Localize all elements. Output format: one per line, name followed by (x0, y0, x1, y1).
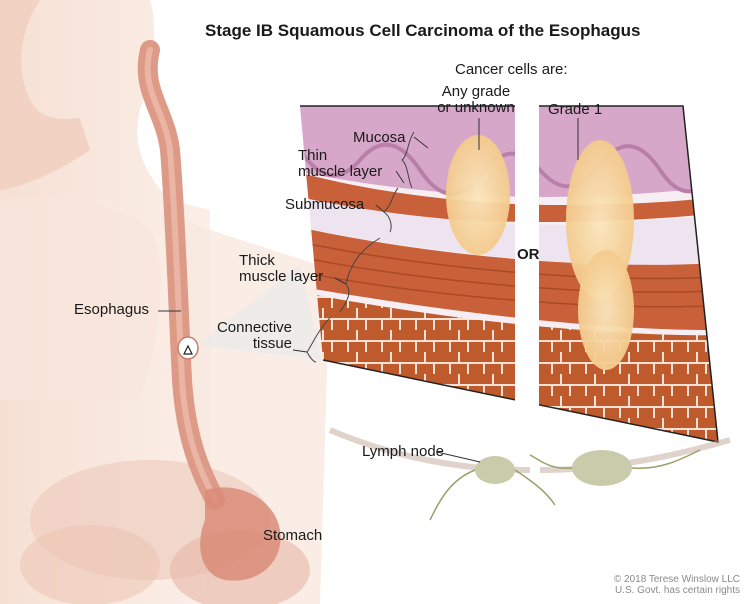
leader-lines (158, 118, 579, 463)
layer-braces (306, 131, 415, 363)
credit-line-2: U.S. Govt. has certain rights (614, 585, 740, 596)
label-thick-muscle: Thick muscle layer (239, 252, 324, 285)
stomach-shape (200, 487, 281, 581)
label-lymph-node: Lymph node (362, 443, 445, 460)
credit-line-1: © 2018 Terese Winslow LLC (613, 574, 740, 585)
left-panel-header: Any grade or unknown (437, 83, 515, 116)
label-thin-muscle: Thin muscle layer (298, 147, 383, 180)
right-panel-header: Grade 1 (548, 101, 603, 118)
diagram-subtitle: Cancer cells are: (455, 61, 568, 78)
label-submucosa: Submucosa (285, 196, 365, 213)
zoom-wedge (197, 265, 322, 360)
esophagus-tube (137, 40, 225, 510)
lymph-nodes (328, 427, 731, 521)
label-connective-tissue: Connective tissue (216, 319, 292, 352)
label-esophagus: Esophagus (74, 301, 150, 318)
panel-divider (515, 100, 539, 604)
label-stomach: Stomach (263, 527, 323, 544)
diagram-title: Stage IB Squamous Cell Carcinoma of the … (205, 21, 641, 40)
label-mucosa: Mucosa (353, 129, 406, 146)
or-label: OR (517, 246, 540, 263)
